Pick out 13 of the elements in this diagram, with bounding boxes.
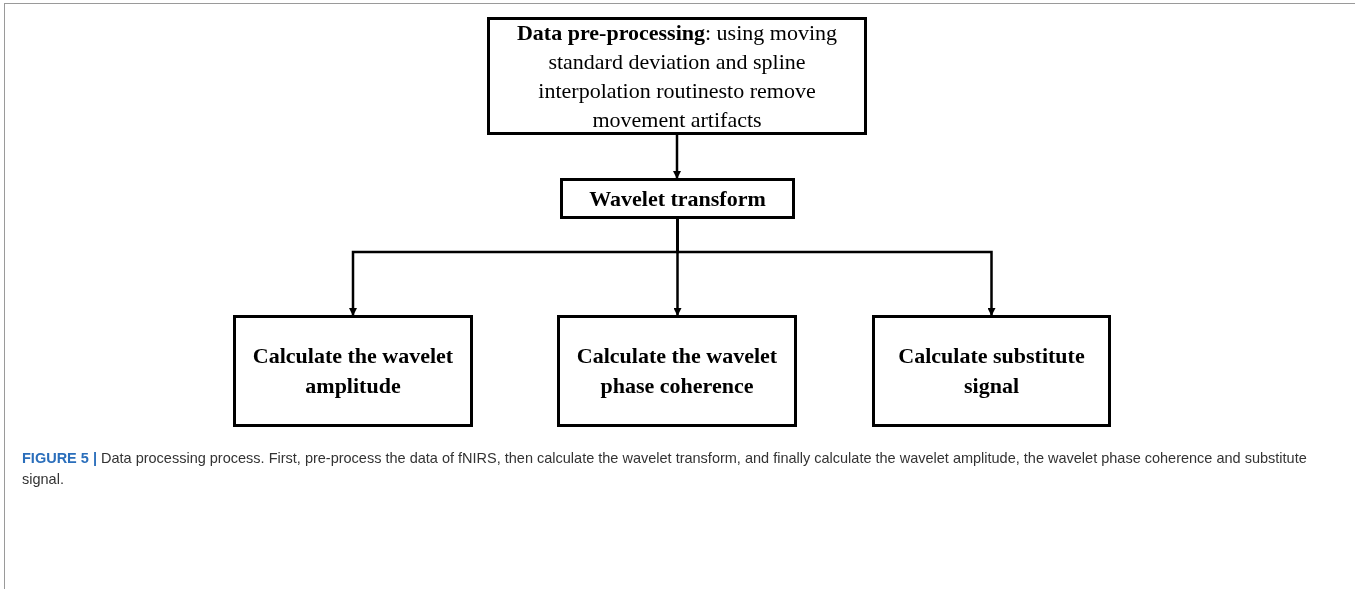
figure-caption: FIGURE 5 | Data processing process. First, pre-process the data of fNIRS, then calculate the wavelet transform, and finally calculate the wavelet amplitude, the wavelet phase coherence and substitute signal. [22, 449, 1308, 489]
box-text: Calculate substitute signal [897, 342, 1086, 400]
box-text: Wavelet transform [589, 185, 766, 213]
arrow [676, 219, 996, 316]
arrow [673, 135, 681, 179]
process-box [557, 315, 797, 427]
process-box [872, 315, 1111, 427]
box-text: Calculate the wavelet phase coherence [575, 342, 779, 400]
process-box [560, 178, 795, 219]
box-text: Calculate the wavelet amplitude [251, 342, 455, 400]
box-text: Data pre-processing: using moving standard deviation and spline interpolation routinesto remove movement artifacts [516, 19, 838, 134]
process-box [487, 17, 867, 135]
process-box [233, 315, 473, 427]
